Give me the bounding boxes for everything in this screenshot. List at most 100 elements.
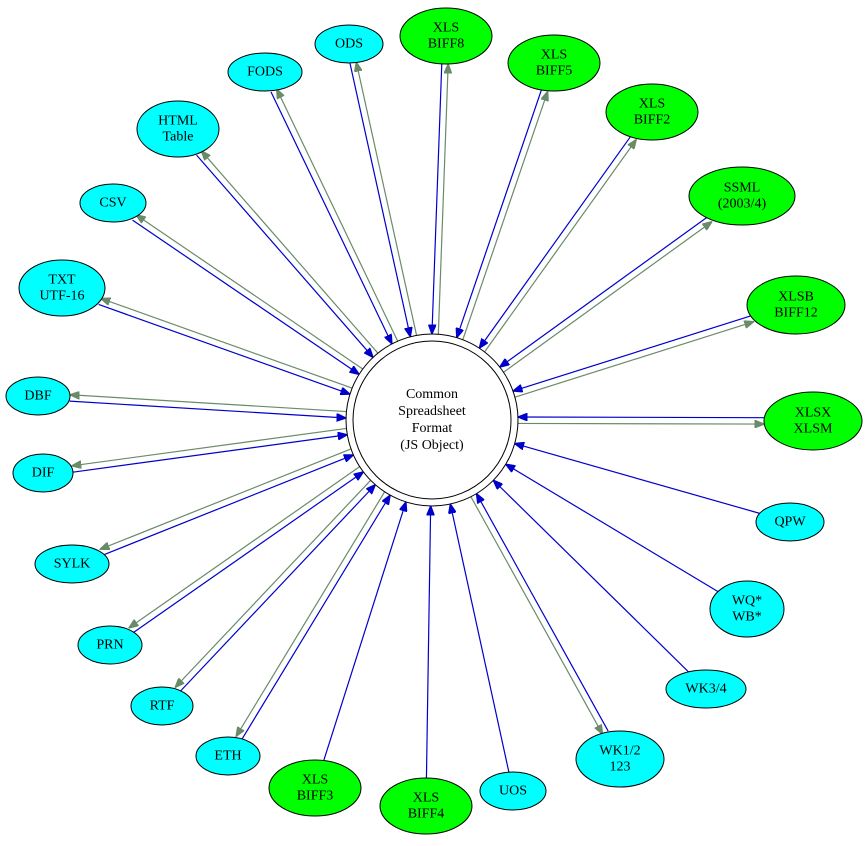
node-label-wk12-123: 123 <box>610 760 631 775</box>
write-edge-txt-utf16 <box>101 298 353 389</box>
node-csv: CSV <box>79 183 147 223</box>
node-label-txt-utf16: UTF-16 <box>39 289 84 304</box>
node-shape-ods <box>314 24 384 64</box>
read-edge-prn <box>132 472 364 634</box>
node-shape-xls-biff3 <box>268 759 362 817</box>
node-label-xls-biff8: BIFF8 <box>428 37 465 52</box>
write-edge-rtf <box>175 479 372 687</box>
write-edge-html-table <box>201 151 379 354</box>
write-edge-xls-biff5 <box>462 91 548 340</box>
node-label-fods: FODS <box>247 65 283 80</box>
node-label-wk34: WK3/4 <box>685 682 726 697</box>
node-label-xls-biff2: BIFF2 <box>634 113 671 128</box>
node-shape-fods <box>227 52 303 92</box>
node-rtf: RTF <box>130 686 194 726</box>
write-edge-csv <box>136 215 364 370</box>
node-shape-wq-wb <box>709 580 785 638</box>
node-label-xls-biff3: BIFF3 <box>297 789 334 804</box>
node-shape-csv <box>79 183 147 223</box>
node-ssml: SSML(2003/4) <box>688 166 796 226</box>
node-shape-ssml <box>688 166 796 226</box>
node-shape-html-table <box>136 100 220 158</box>
read-edge-xls-biff8 <box>432 63 443 334</box>
read-edge-eth <box>241 495 391 741</box>
edges-layer <box>69 62 764 779</box>
write-edge-xls-biff2 <box>484 140 637 353</box>
node-ods: ODS <box>314 24 384 64</box>
read-edge-sylk <box>102 455 353 556</box>
center-outer-circle <box>345 333 519 507</box>
node-shape-eth <box>195 736 261 776</box>
write-edge-eth <box>236 491 386 737</box>
node-uos: UOS <box>479 771 547 811</box>
node-shape-sylk <box>34 544 110 584</box>
center-label: (JS Object) <box>400 438 464 453</box>
node-shape-txt-utf16 <box>18 259 106 317</box>
node-label-wk12-123: WK1/2 <box>599 744 640 759</box>
center-label: Common <box>406 387 458 402</box>
write-edge-prn <box>129 466 361 628</box>
node-shape-xlsb <box>746 275 846 335</box>
read-edge-wq-wb <box>506 464 719 593</box>
center-inner-circle <box>352 340 512 500</box>
node-fods: FODS <box>227 52 303 92</box>
node-dbf: DBF <box>5 376 71 416</box>
read-edge-html-table <box>196 154 373 357</box>
write-edge-wk12-123 <box>470 496 603 734</box>
read-edge-ssml <box>500 216 709 368</box>
node-label-xls-biff4: BIFF4 <box>408 807 445 822</box>
node-label-xls-biff5: XLS <box>541 48 567 63</box>
node-label-html-table: HTML <box>158 114 198 129</box>
read-edge-dbf <box>69 400 346 418</box>
node-shape-prn <box>77 625 143 665</box>
read-edge-xls-biff4 <box>425 506 430 779</box>
node-shape-rtf <box>130 686 194 726</box>
node-shape-xls-biff2 <box>605 83 699 141</box>
read-edge-uos <box>450 504 510 773</box>
node-label-dif: DIF <box>32 466 55 481</box>
node-wq-wb: WQ*WB* <box>709 580 785 638</box>
node-label-rtf: RTF <box>150 699 175 714</box>
node-shape-wk12-123 <box>575 730 665 788</box>
node-shape-qpw <box>755 502 825 542</box>
node-label-uos: UOS <box>499 784 527 799</box>
read-edge-xls-biff5 <box>457 89 543 337</box>
node-label-xls-biff5: BIFF5 <box>536 64 573 79</box>
node-shape-wk34 <box>665 669 747 709</box>
write-edge-dif <box>72 427 347 465</box>
node-label-xlsb: XLSB <box>778 290 814 305</box>
node-sylk: SYLK <box>34 544 110 584</box>
node-shape-xls-biff8 <box>399 7 493 65</box>
read-edge-txt-utf16 <box>98 303 350 394</box>
node-label-prn: PRN <box>96 638 123 653</box>
node-label-ods: ODS <box>335 37 363 52</box>
node-label-xls-biff4: XLS <box>413 791 439 806</box>
node-shape-xls-biff5 <box>507 34 601 92</box>
node-label-xlsx: XLSX <box>795 406 832 421</box>
write-edge-dbf <box>70 395 347 413</box>
node-label-xlsx: XLSM <box>794 422 833 437</box>
read-edge-xlsb <box>513 315 752 391</box>
node-eth: ETH <box>195 736 261 776</box>
node-label-txt-utf16: TXT <box>48 273 76 288</box>
node-label-html-table: Table <box>163 130 194 145</box>
node-label-ssml: SSML <box>724 181 761 196</box>
write-edge-xlsb <box>514 322 754 398</box>
node-label-eth: ETH <box>214 749 241 764</box>
node-label-xls-biff8: XLS <box>433 21 459 36</box>
node-qpw: QPW <box>755 502 825 542</box>
read-edge-ods <box>349 63 410 337</box>
node-label-xls-biff2: XLS <box>639 97 665 112</box>
read-edge-wk34 <box>493 480 689 673</box>
read-edge-dif <box>72 435 347 473</box>
node-shape-xls-biff4 <box>379 777 473 835</box>
